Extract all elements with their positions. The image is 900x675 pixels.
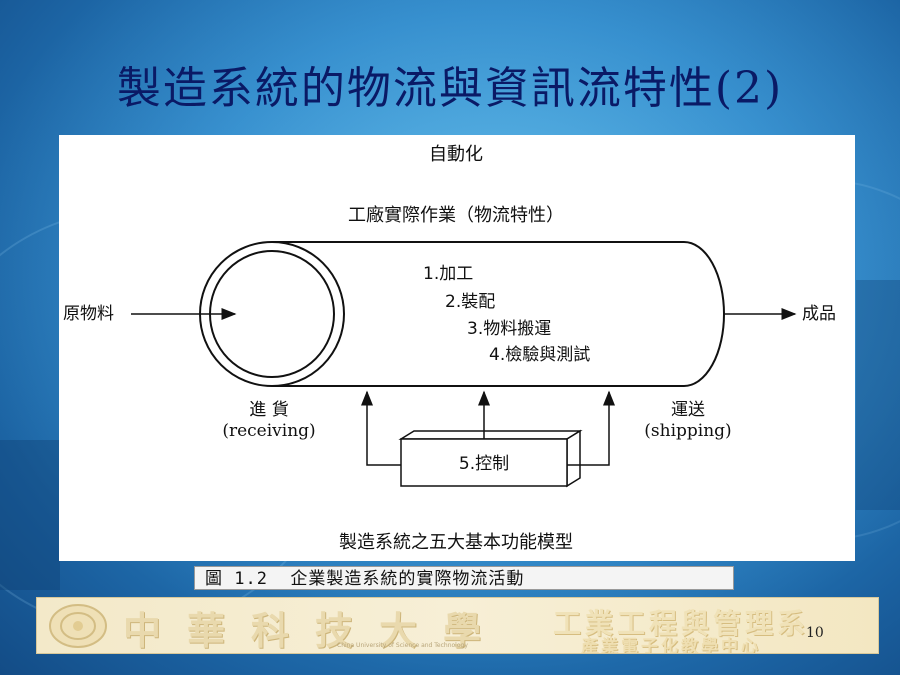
control-feedback-arrows bbox=[361, 390, 615, 466]
function-item: 4.檢驗與測試 bbox=[489, 345, 590, 365]
department-name: 工業工程與管理系 bbox=[553, 607, 810, 640]
function-item: 2.裝配 bbox=[445, 292, 495, 312]
shipping-label: 運送 bbox=[671, 400, 705, 420]
shipping-en: (shipping) bbox=[644, 421, 731, 441]
function-item: 3.物料搬運 bbox=[467, 319, 551, 339]
department-subtitle: 產業電子化教學中心 bbox=[581, 637, 761, 654]
control-box bbox=[398, 429, 583, 488]
factory-cylinder bbox=[199, 241, 725, 387]
university-emblem-icon bbox=[49, 604, 107, 648]
receiving-label: 進 貨 bbox=[249, 400, 288, 420]
figure-panel: 自動化 工廠實際作業（物流特性） 1.加工 2.裝配 3.物料搬運 4.檢驗與測… bbox=[59, 135, 855, 561]
university-name: 中華科技大學 bbox=[123, 608, 508, 653]
diagram-subtitle: 工廠實際作業（物流特性） bbox=[348, 204, 564, 226]
slide-title: 製造系統的物流與資訊流特性(2) bbox=[116, 63, 784, 114]
process-diagram: 自動化 工廠實際作業（物流特性） 1.加工 2.裝配 3.物料搬運 4.檢驗與測… bbox=[63, 144, 836, 553]
receiving-en: (receiving) bbox=[222, 421, 315, 441]
input-label: 原物料 bbox=[63, 304, 114, 324]
university-english-name: China University of Science and Technolo… bbox=[337, 642, 468, 649]
diagram-caption: 製造系統之五大基本功能模型 bbox=[339, 532, 573, 553]
footer-banner: 中華科技大學 China University of Science and T… bbox=[36, 597, 879, 654]
control-label: 5.控制 bbox=[459, 454, 509, 474]
output-label: 成品 bbox=[802, 304, 836, 324]
function-item: 1.加工 bbox=[423, 264, 473, 284]
top-label: 自動化 bbox=[429, 144, 483, 165]
figure-caption-bar: 圖 1.2 企業製造系統的實際物流活動 bbox=[194, 566, 734, 590]
page-number: 10 bbox=[806, 625, 824, 641]
